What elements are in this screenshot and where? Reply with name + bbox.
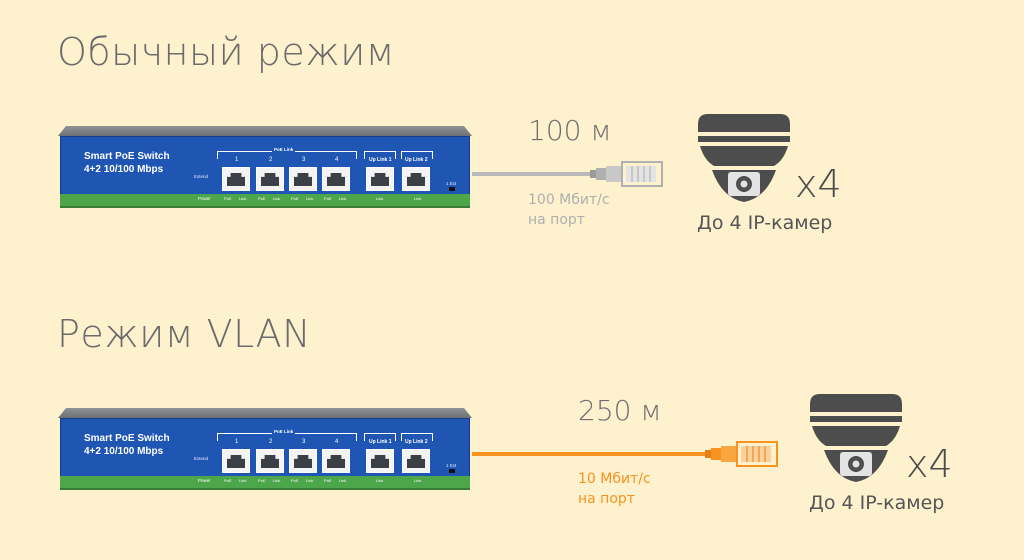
camera-multiplier: x4: [795, 162, 842, 206]
extend-label: Extend: [194, 174, 209, 179]
uplink1-label: Up Link 1: [369, 439, 392, 445]
switch-title-line2: 4+2 10/100 Mbps: [84, 446, 164, 457]
led-label: Link: [239, 196, 247, 201]
rj45-plug-icon: [590, 161, 663, 187]
cable-speed: 10 Мбит/с на порт: [578, 469, 651, 509]
led-label: PoE: [258, 478, 266, 483]
led-label: PoE: [224, 196, 232, 201]
camera-caption: До 4 IP-камер: [697, 212, 833, 234]
dome-camera-icon: [698, 114, 790, 202]
port-number: 4: [335, 157, 339, 163]
led-label: Link: [376, 478, 384, 483]
switch-model-label: Smart PoE Switch 4+2 10/100 Mbps: [84, 150, 170, 176]
ethernet-port-icon: [322, 449, 350, 473]
port-number: 2: [269, 157, 273, 163]
led-label: PoE: [291, 196, 299, 201]
cable-distance: 250 м: [578, 394, 662, 427]
uplink2-label: Up Link 2: [405, 157, 428, 163]
uplink1-label: Up Link 1: [369, 157, 392, 163]
ethernet-port-icon: [256, 167, 284, 191]
normal-mode-section: Обычный режим Smart PoE Switch 4+2 10/10…: [0, 0, 1024, 280]
port-number: 2: [269, 439, 273, 445]
vlan-mode-heading: Режим VLAN: [57, 312, 312, 356]
poe-link-label: PoE Link: [272, 429, 296, 434]
led-label: Link: [339, 478, 347, 483]
port-number: 3: [302, 157, 306, 163]
uplink1-bracket: [364, 151, 396, 159]
ethernet-port-icon: [256, 449, 284, 473]
poe-link-label: PoE Link: [272, 147, 296, 152]
led-label: Link: [306, 478, 314, 483]
led-label: PoE: [291, 478, 299, 483]
led-label: PoE: [258, 196, 266, 201]
led-label: PoE: [224, 478, 232, 483]
ethernet-port-icon: [289, 167, 317, 191]
ethernet-port-icon: [222, 449, 250, 473]
ethernet-port-icon: [222, 167, 250, 191]
switch-top-panel: [58, 408, 472, 418]
port-number: 4: [335, 439, 339, 445]
uplink2-bracket: [401, 151, 433, 159]
uplink2-label: Up Link 2: [405, 439, 428, 445]
vlan-mode-section: Режим VLAN Smart PoE Switch 4+2 10/100 M…: [0, 282, 1024, 560]
cable-distance: 100 м: [528, 114, 612, 147]
switch-model-label: Smart PoE Switch 4+2 10/100 Mbps: [84, 432, 170, 458]
led-label: PoE: [324, 196, 332, 201]
switch-led-strip: [60, 476, 470, 490]
dome-camera-icon: [810, 394, 902, 482]
led-label: Link: [414, 478, 422, 483]
power-led-label: Power: [198, 478, 211, 483]
uplink1-bracket: [364, 433, 396, 441]
poe-switch: Smart PoE Switch 4+2 10/100 Mbps PoE Lin…: [58, 408, 472, 490]
speed-unit: на порт: [578, 491, 635, 507]
uplink-port-icon: [402, 167, 430, 191]
led-label: Link: [239, 478, 247, 483]
rj45-plug-icon: [705, 441, 778, 467]
ethernet-port-icon: [322, 167, 350, 191]
led-label: PoE: [324, 478, 332, 483]
dip-switch-icon: [449, 187, 455, 191]
led-label: Link: [339, 196, 347, 201]
cable-speed: 100 Мбит/с на порт: [528, 190, 610, 230]
poe-switch: Smart PoE Switch 4+2 10/100 Mbps PoE Lin…: [58, 126, 472, 208]
uplink-port-icon: [366, 449, 394, 473]
led-label: Link: [273, 196, 281, 201]
led-label: Link: [414, 196, 422, 201]
normal-mode-heading: Обычный режим: [57, 30, 395, 74]
port-number: 1: [235, 439, 239, 445]
switch-title-line2: 4+2 10/100 Mbps: [84, 164, 164, 175]
speed-value: 10 Мбит/с: [578, 471, 651, 487]
speed-unit: на порт: [528, 212, 585, 228]
ethernet-cable-normal: [472, 172, 600, 176]
led-label: Link: [306, 196, 314, 201]
camera-multiplier: x4: [906, 442, 953, 486]
led-label: Link: [376, 196, 384, 201]
switch-top-panel: [58, 126, 472, 136]
uplink2-bracket: [401, 433, 433, 441]
dip-switch-icon: [449, 469, 455, 473]
camera-caption: До 4 IP-камер: [809, 492, 945, 514]
switch-title-line1: Smart PoE Switch: [84, 151, 170, 162]
extend-label: Extend: [194, 456, 209, 461]
switch-title-line1: Smart PoE Switch: [84, 433, 170, 444]
dip-label: 1 Ext: [446, 181, 457, 186]
port-number: 1: [235, 157, 239, 163]
speed-value: 100 Мбит/с: [528, 192, 610, 208]
power-led-label: Power: [198, 196, 211, 201]
ethernet-port-icon: [289, 449, 317, 473]
dip-label: 1 Ext: [446, 463, 457, 468]
uplink-port-icon: [402, 449, 430, 473]
ethernet-cable-vlan: [472, 452, 712, 456]
uplink-port-icon: [366, 167, 394, 191]
switch-led-strip: [60, 194, 470, 208]
led-label: Link: [273, 478, 281, 483]
port-number: 3: [302, 439, 306, 445]
